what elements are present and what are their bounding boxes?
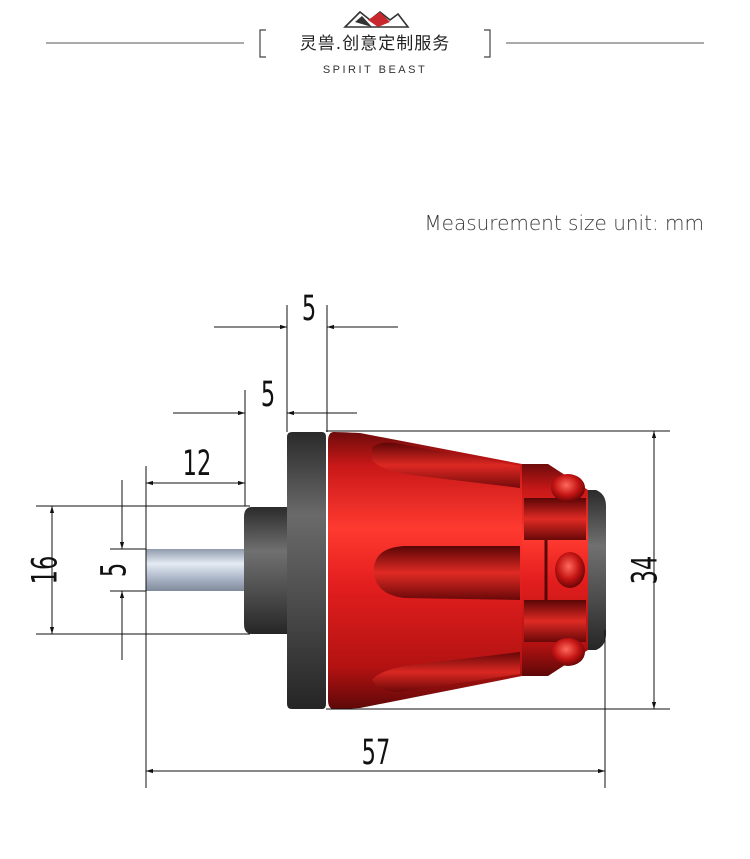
dim-label-12: 12 <box>183 443 212 483</box>
shaft <box>146 549 250 591</box>
small-gray-cap <box>244 507 288 634</box>
brand-chinese-name: 灵兽.创意定制服务 <box>299 34 451 54</box>
dimple-top <box>551 474 585 502</box>
dim-label-top-5b: 5 <box>261 374 275 414</box>
large-gray-collar <box>287 432 326 709</box>
groove-middle <box>374 546 520 600</box>
groove-bottom <box>372 652 520 692</box>
dim-label-top-5a: 5 <box>302 288 316 328</box>
slot-upper <box>524 498 586 540</box>
brand-english-name: SPIRIT BEAST <box>322 64 428 76</box>
groove-top <box>372 442 520 488</box>
brand-bracket-left <box>259 29 266 58</box>
end-gray-ring <box>588 490 606 650</box>
dim-label-34: 34 <box>625 556 665 585</box>
dim-label-57: 57 <box>362 732 391 772</box>
header-logo <box>343 10 410 28</box>
mountain-logo-icon <box>343 10 410 28</box>
slot-lower <box>524 600 586 642</box>
dim-label-shaft-5: 5 <box>94 563 134 577</box>
measurement-unit-note: Measurement size unit: mm <box>424 211 704 235</box>
brand-bracket-right <box>484 29 491 58</box>
dimple-bottom <box>551 638 585 666</box>
product-image <box>146 432 606 709</box>
dimple-middle <box>555 552 585 588</box>
dim-label-16: 16 <box>25 556 65 585</box>
dimension-lines <box>36 305 670 788</box>
